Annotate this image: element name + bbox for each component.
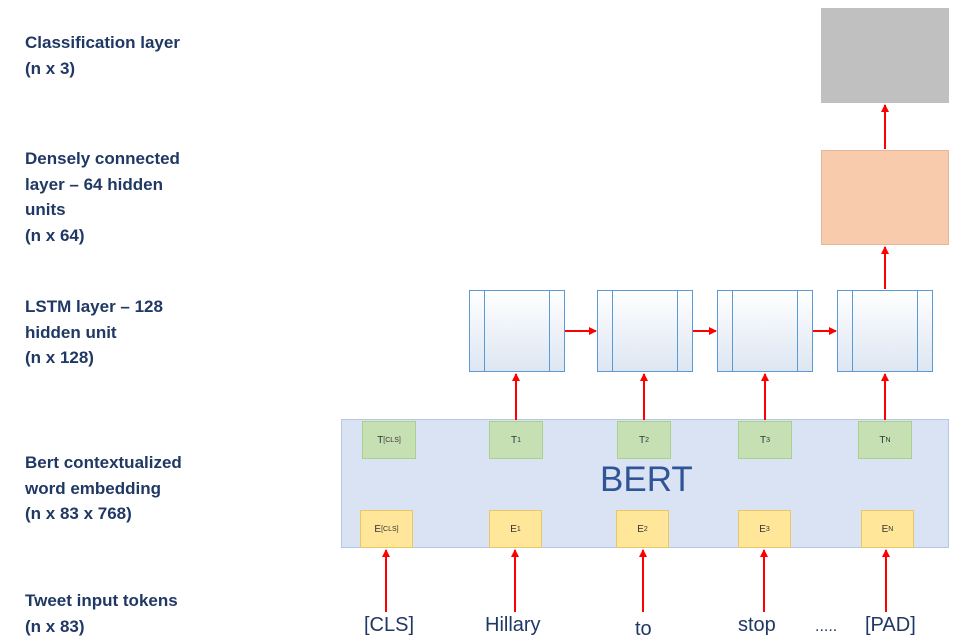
token-pad: [PAD] xyxy=(865,614,916,636)
dense-layer-box xyxy=(821,150,949,245)
dense-layer-label: Densely connected layer – 64 hidden unit… xyxy=(25,149,180,245)
e-box-cls: E[CLS] xyxy=(360,510,413,548)
token-to: to xyxy=(635,618,652,640)
token-ellipsis: ..... xyxy=(815,618,838,635)
lstm-cell xyxy=(469,290,565,372)
classification-layer-box xyxy=(821,8,949,103)
token-hillary: Hillary xyxy=(485,614,541,636)
bert-embedding-label: Bert contextualized word embedding (n x … xyxy=(25,453,182,523)
lstm-cell xyxy=(837,290,933,372)
lstm-cell xyxy=(717,290,813,372)
bert-title: BERT xyxy=(600,460,693,499)
t-box-cls: T[CLS] xyxy=(362,421,416,459)
input-tokens-label: Tweet input tokens (n x 83) xyxy=(25,591,178,636)
lstm-cell xyxy=(597,290,693,372)
classification-layer-label: Classification layer (n x 3) xyxy=(25,33,180,78)
lstm-layer-label: LSTM layer – 128 hidden unit (n x 128) xyxy=(25,297,163,367)
token-stop: stop xyxy=(738,614,776,636)
token-cls: [CLS] xyxy=(364,614,415,636)
